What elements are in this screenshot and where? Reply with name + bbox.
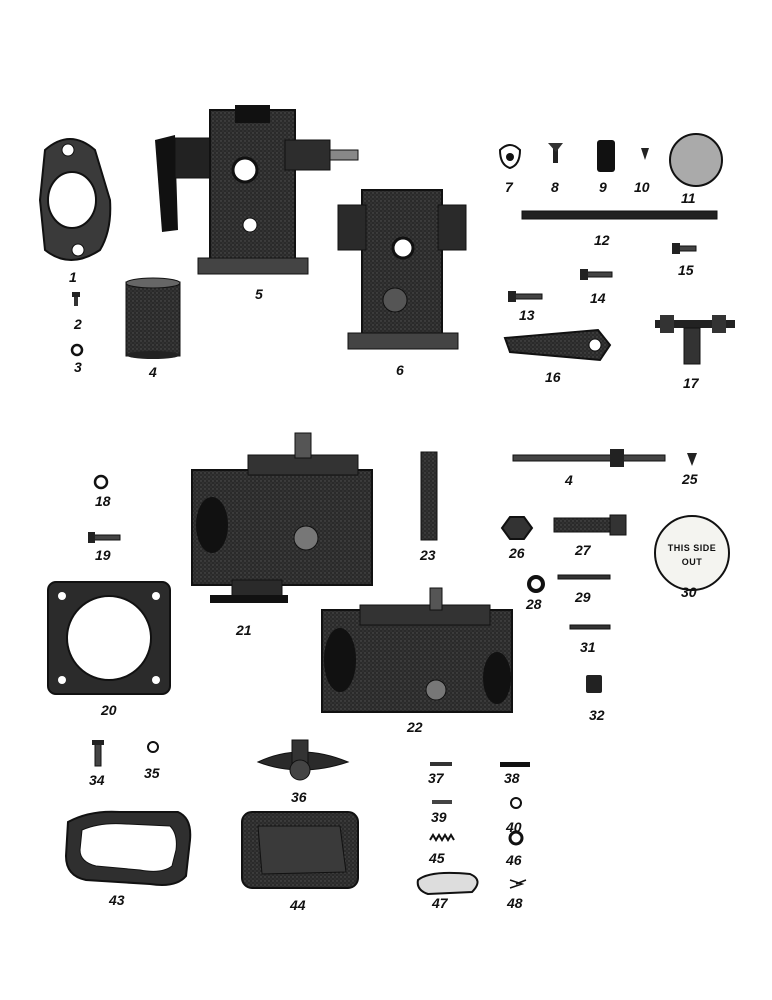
needle-screw-part [569, 624, 611, 630]
part-number-29: 29 [575, 589, 591, 605]
part-number-20: 20 [101, 702, 117, 718]
throttle-shaft-part [521, 210, 718, 220]
part-number-32: 32 [589, 707, 605, 723]
part-number-13: 13 [519, 307, 535, 323]
part-number-16: 16 [545, 369, 561, 385]
part-number-47: 47 [432, 895, 448, 911]
part-number-12: 12 [594, 232, 610, 248]
tiny-washer-part [147, 741, 159, 753]
carburetor-body-part [191, 432, 373, 603]
part-number-27: 27 [575, 542, 591, 558]
jet-part [553, 514, 627, 536]
small-screw-part [687, 453, 697, 466]
throttle-lever-part [503, 328, 612, 362]
part-number-9: 9 [599, 179, 607, 195]
part-number-38: 38 [504, 770, 520, 786]
part-number-1: 1 [69, 269, 77, 285]
sleeve-part [125, 277, 181, 359]
part-number-4b: 4 [565, 472, 573, 488]
part-number-25: 25 [682, 471, 698, 487]
part-number-28: 28 [526, 596, 542, 612]
part-number-48: 48 [507, 895, 523, 911]
springs-and-washers-group [416, 762, 530, 896]
flange-gasket-part [38, 138, 112, 261]
part-number-43: 43 [109, 892, 125, 908]
part-number-40: 40 [506, 819, 522, 835]
part-number-11: 11 [681, 190, 696, 206]
part-number-31: 31 [580, 639, 596, 655]
part-number-8: 8 [551, 179, 559, 195]
pin-part [88, 532, 121, 543]
part-number-4a: 4 [149, 364, 157, 380]
part-number-37: 37 [428, 770, 444, 786]
float-chamber-part [155, 105, 359, 275]
part-number-14: 14 [590, 290, 606, 306]
part-number-35: 35 [144, 765, 160, 781]
part-number-23: 23 [420, 547, 436, 563]
float-cover-part [241, 811, 359, 889]
part-number-6: 6 [396, 362, 404, 378]
part-number-3: 3 [74, 359, 82, 375]
part-number-30: 30 [681, 584, 697, 600]
small-washer-part [93, 474, 109, 490]
part-number-7: 7 [505, 179, 513, 195]
needle-part [557, 574, 611, 580]
part-number-18: 18 [95, 493, 111, 509]
square-gasket-part [47, 581, 171, 695]
part-number-21: 21 [236, 622, 252, 638]
part-number-46: 46 [506, 852, 522, 868]
part-number-19: 19 [95, 547, 111, 563]
part-number-15: 15 [678, 262, 694, 278]
long-shaft-part [512, 449, 666, 467]
washer-part [70, 343, 84, 357]
plug-part [586, 675, 602, 693]
part-number-39: 39 [431, 809, 447, 825]
small-parts-top-right [498, 133, 723, 187]
decal-line-1: THIS SIDE [667, 543, 717, 553]
part-number-26: 26 [509, 545, 525, 561]
hex-nut-part [500, 516, 534, 540]
carburetor-lower-part [321, 587, 513, 713]
part-number-44: 44 [290, 897, 306, 913]
decal-line-2: OUT [681, 557, 703, 567]
linkage-part [655, 315, 735, 365]
float-chamber-body-part [337, 189, 467, 350]
decal-disc-part: THIS SIDE OUT [654, 515, 730, 591]
part-number-5: 5 [255, 286, 263, 302]
bracket-part [256, 739, 350, 781]
ring-part [527, 575, 545, 593]
screw-part [72, 292, 80, 306]
part-number-17: 17 [683, 375, 699, 391]
part-number-34: 34 [89, 772, 105, 788]
screws-group [508, 243, 697, 302]
part-number-2: 2 [74, 316, 82, 332]
cover-gasket-part [64, 810, 192, 886]
part-number-36: 36 [291, 789, 307, 805]
part-number-45: 45 [429, 850, 445, 866]
part-number-22: 22 [407, 719, 423, 735]
small-bolt-part [92, 740, 104, 767]
part-number-10: 10 [634, 179, 650, 195]
rod-part [420, 451, 438, 541]
